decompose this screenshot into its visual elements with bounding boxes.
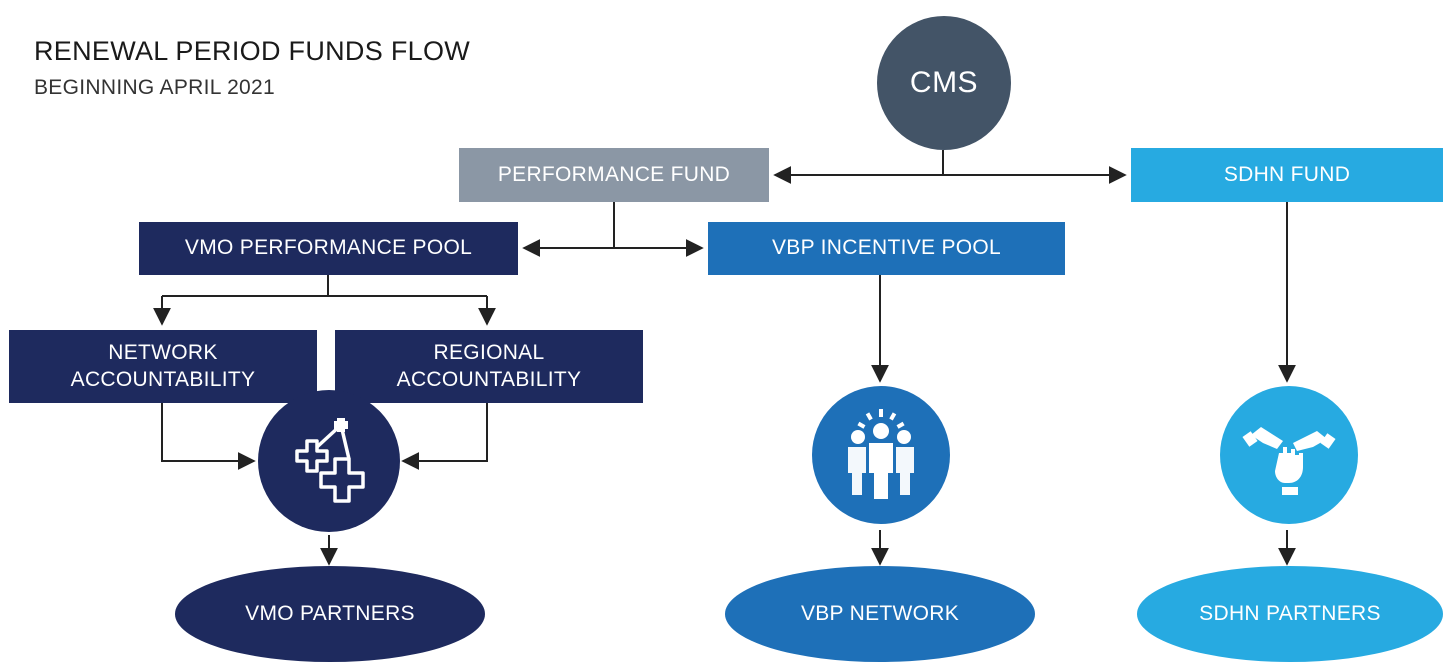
- medical-crosses-network-icon: [295, 418, 365, 503]
- network-accountability-line1: NETWORK: [108, 341, 218, 365]
- vbp-incentive-pool-label: VBP INCENTIVE POOL: [771, 236, 1002, 260]
- stacked-hands-icon: [1242, 427, 1336, 495]
- sdhn-fund-box: SDHN FUND: [1131, 148, 1443, 202]
- cms-node: CMS: [877, 16, 1011, 150]
- performance-fund-box: PERFORMANCE FUND: [459, 148, 769, 202]
- vbp-network-label: VBP NETWORK: [800, 602, 960, 625]
- regional-accountability-line1: REGIONAL: [433, 341, 545, 365]
- arrow-network-to-vmo-icon: [161, 403, 256, 470]
- vbp-incentive-pool-box: VBP INCENTIVE POOL: [708, 222, 1065, 275]
- network-accountability-line2: ACCOUNTABILITY: [70, 367, 256, 391]
- regional-accountability-box: REGIONAL ACCOUNTABILITY: [335, 330, 643, 403]
- vbp-icon-circle: [812, 386, 950, 524]
- vbp-network-node: VBP NETWORK: [725, 566, 1035, 662]
- regional-accountability-line2: ACCOUNTABILITY: [396, 367, 582, 391]
- sdhn-icon-circle: [1220, 386, 1358, 524]
- sdhn-partners-label: SDHN PARTNERS: [1199, 602, 1381, 625]
- performance-fund-label: PERFORMANCE FUND: [497, 162, 731, 186]
- vmo-partners-node: VMO PARTNERS: [175, 566, 485, 662]
- diagram-subtitle: BEGINNING APRIL 2021: [34, 76, 275, 99]
- vmo-icon-circle: [258, 390, 400, 532]
- network-accountability-box: NETWORK ACCOUNTABILITY: [9, 330, 317, 403]
- diagram-title: RENEWAL PERIOD FUNDS FLOW: [34, 36, 471, 66]
- sdhn-fund-label: SDHN FUND: [1223, 162, 1351, 186]
- vmo-performance-pool-box: VMO PERFORMANCE POOL: [139, 222, 518, 275]
- arrow-regional-to-vmo-icon: [401, 403, 488, 470]
- vmo-performance-pool-label: VMO PERFORMANCE POOL: [184, 236, 473, 260]
- group-people-icon: [848, 409, 914, 499]
- sdhn-partners-node: SDHN PARTNERS: [1137, 566, 1443, 662]
- vmo-partners-label: VMO PARTNERS: [245, 602, 415, 625]
- cms-label: CMS: [909, 66, 979, 99]
